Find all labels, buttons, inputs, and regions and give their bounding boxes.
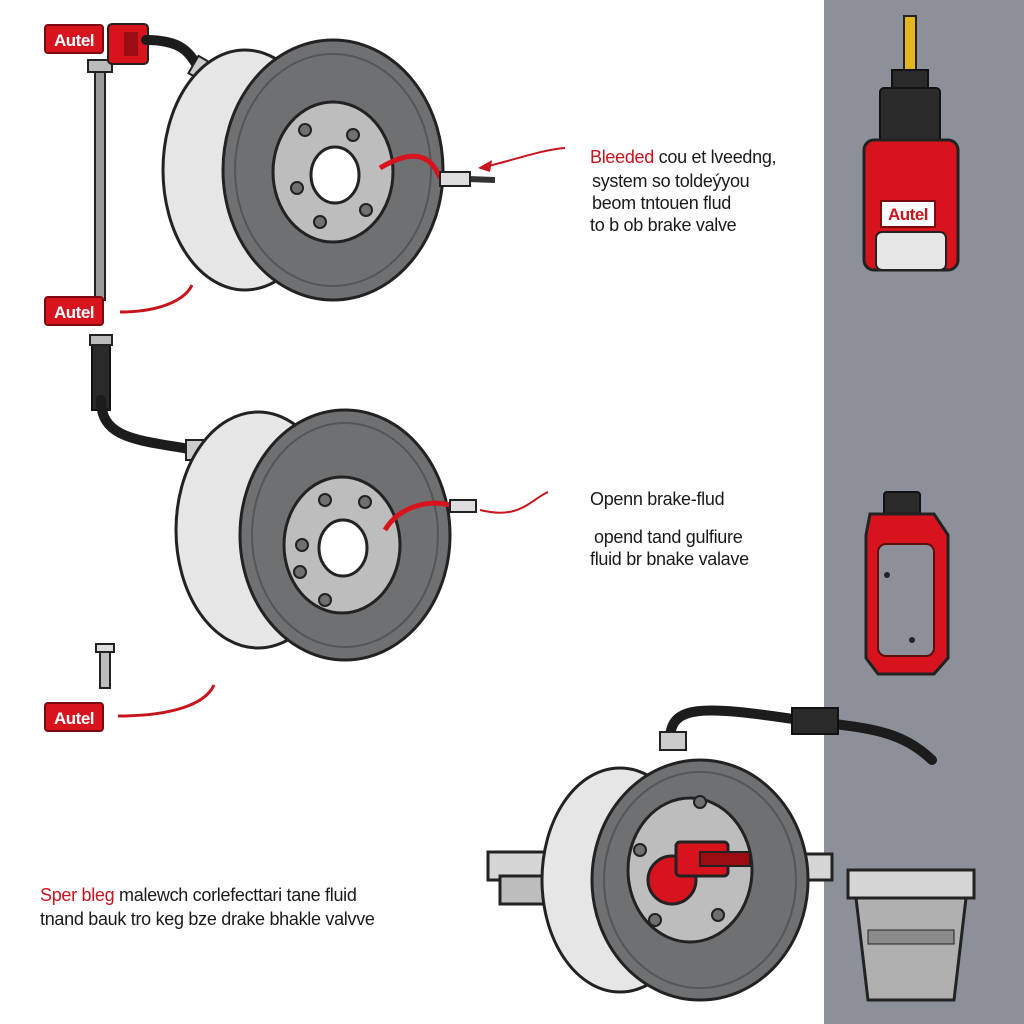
callout-3-line-2: tnand bauk tro keg bze drake bhakle valv…	[40, 909, 375, 929]
autel-device-label: Autel	[880, 200, 936, 228]
bleeder-device-icon	[864, 491, 950, 676]
lower-fitting-icon	[95, 643, 115, 689]
top-connector-icon	[107, 23, 149, 65]
callout-3-heading: Sper bleg	[40, 885, 115, 905]
brake-rotor-icon	[540, 758, 810, 1002]
fluid-container-icon	[846, 868, 976, 1002]
callout-3-line-1: Sper bleg malewch corlefecttari tane flu…	[40, 884, 357, 906]
brake-line-vertical	[87, 59, 113, 301]
callout-2-heading: Openn brake-flud	[590, 489, 725, 509]
pointer-arrow-top	[479, 147, 566, 169]
callout-1-line-1: Bleeded cou et lveedng,	[590, 146, 777, 168]
callout-2-line-2: opend tand gulfiure	[594, 527, 743, 547]
callout-1-line-3: beom tntouen flud	[592, 193, 732, 213]
callout-3-heading-rest: malewch corlefecttari tane fluid	[114, 885, 357, 905]
callout-2-line-3: fluid br bnake valave	[590, 549, 749, 569]
autel-badge-top: Autel	[44, 24, 104, 54]
swoosh-middle	[119, 284, 194, 314]
brake-rotor-icon	[174, 408, 452, 662]
autel-badge-lower: Autel	[44, 702, 104, 732]
middle-bleed-line	[382, 500, 451, 532]
callout-1-line-2: system so toldeýyou	[592, 171, 750, 191]
red-bleeder-valve-icon	[646, 840, 751, 906]
swoosh-lower	[117, 684, 216, 718]
brake-rotor-icon	[161, 38, 445, 302]
top-bleed-line	[378, 153, 443, 179]
middle-hose	[96, 395, 200, 455]
callout-1-line-4: to b ob brake valve	[590, 215, 737, 235]
pointer-arrow-middle	[479, 491, 549, 514]
callout-1-heading-rest: cou et lveedng,	[653, 147, 777, 167]
callout-1-heading: Bleeded	[590, 147, 654, 167]
autel-badge-middle: Autel	[44, 296, 104, 326]
